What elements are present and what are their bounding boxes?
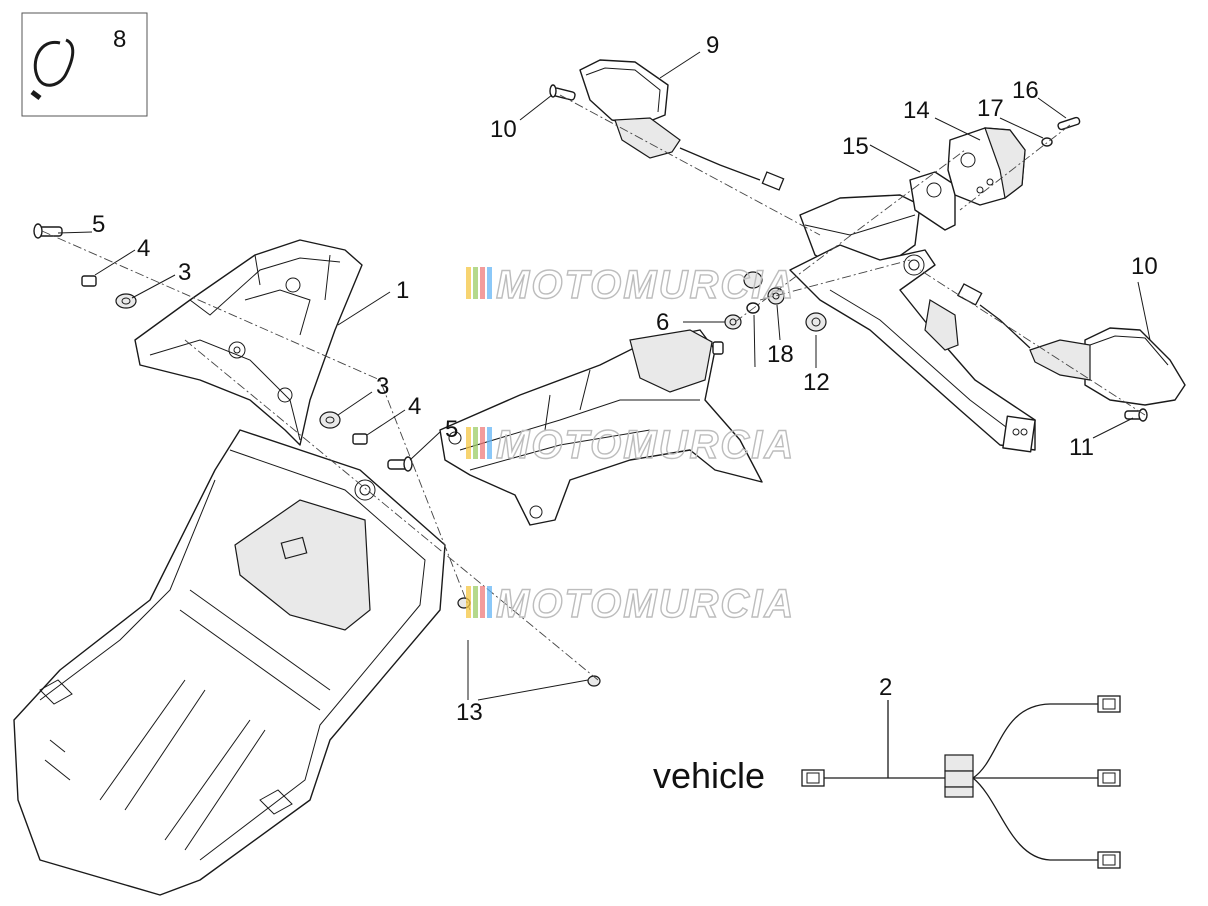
part-8-turn-indicator bbox=[549, 59, 785, 191]
callout-9: 10 bbox=[1131, 253, 1158, 280]
part-14-plate bbox=[909, 171, 956, 231]
license-holder-assembly bbox=[789, 194, 1036, 453]
hardware-5-4-3-upper bbox=[33, 223, 137, 309]
hardware-16-15 bbox=[1041, 116, 1081, 147]
callout-5-upper: 5 bbox=[92, 211, 105, 238]
watermark-group: MOTOMURCIA MOTOMURCIA MOTOMURCIA bbox=[466, 262, 795, 627]
callout-8: 9 bbox=[706, 32, 719, 59]
callout-14: 15 bbox=[842, 133, 869, 160]
hardware-6-18-17-11 bbox=[724, 271, 827, 332]
callout-17: 18 bbox=[767, 341, 794, 368]
callout-16: 17 bbox=[977, 95, 1004, 122]
vehicle-connector bbox=[801, 769, 825, 787]
rear-undertray-part bbox=[13, 429, 446, 896]
callout-1: 1 bbox=[396, 277, 409, 304]
callout-labels: 1 2 3 3 4 4 5 5 6 9 10 10 11 12 13 14 15… bbox=[92, 32, 1158, 726]
watermark-text: MOTOMURCIA bbox=[496, 582, 795, 626]
part-2-wiring-harness: vehicle bbox=[653, 695, 1121, 869]
leader-lines bbox=[57, 51, 1151, 701]
callout-10-top: 10 bbox=[490, 116, 517, 143]
callout-2: 2 bbox=[879, 674, 892, 701]
callout-11: 12 bbox=[803, 369, 830, 396]
watermark-top: MOTOMURCIA bbox=[466, 262, 795, 308]
center-bracket-part bbox=[439, 329, 763, 526]
hardware-3-4-5-lower bbox=[319, 411, 413, 472]
watermark-middle: MOTOMURCIA bbox=[466, 422, 795, 468]
part-9-turn-indicator bbox=[957, 283, 1186, 422]
callout-13: 14 bbox=[903, 97, 930, 124]
part-7-clip-box: 8 bbox=[21, 12, 148, 117]
watermark-text: MOTOMURCIA bbox=[496, 423, 795, 467]
watermark-text: MOTOMURCIA bbox=[496, 263, 795, 307]
callout-3-upper: 3 bbox=[178, 259, 191, 286]
callout-7: 8 bbox=[113, 26, 126, 53]
callout-5-lower: 5 bbox=[445, 416, 458, 443]
callout-15: 16 bbox=[1012, 77, 1039, 104]
vehicle-label: vehicle bbox=[653, 755, 765, 796]
callout-3-lower: 3 bbox=[376, 373, 389, 400]
callout-12: 13 bbox=[456, 699, 483, 726]
callout-4-lower: 4 bbox=[408, 393, 421, 420]
callout-10-right: 11 bbox=[1069, 434, 1094, 461]
watermark-bottom: MOTOMURCIA bbox=[466, 581, 795, 627]
part-13-housing bbox=[947, 127, 1026, 206]
assembly-axis-lines bbox=[41, 94, 1146, 681]
callout-4-upper: 4 bbox=[137, 235, 150, 262]
callout-6: 6 bbox=[656, 309, 669, 336]
part-1-side-panel bbox=[134, 239, 363, 446]
